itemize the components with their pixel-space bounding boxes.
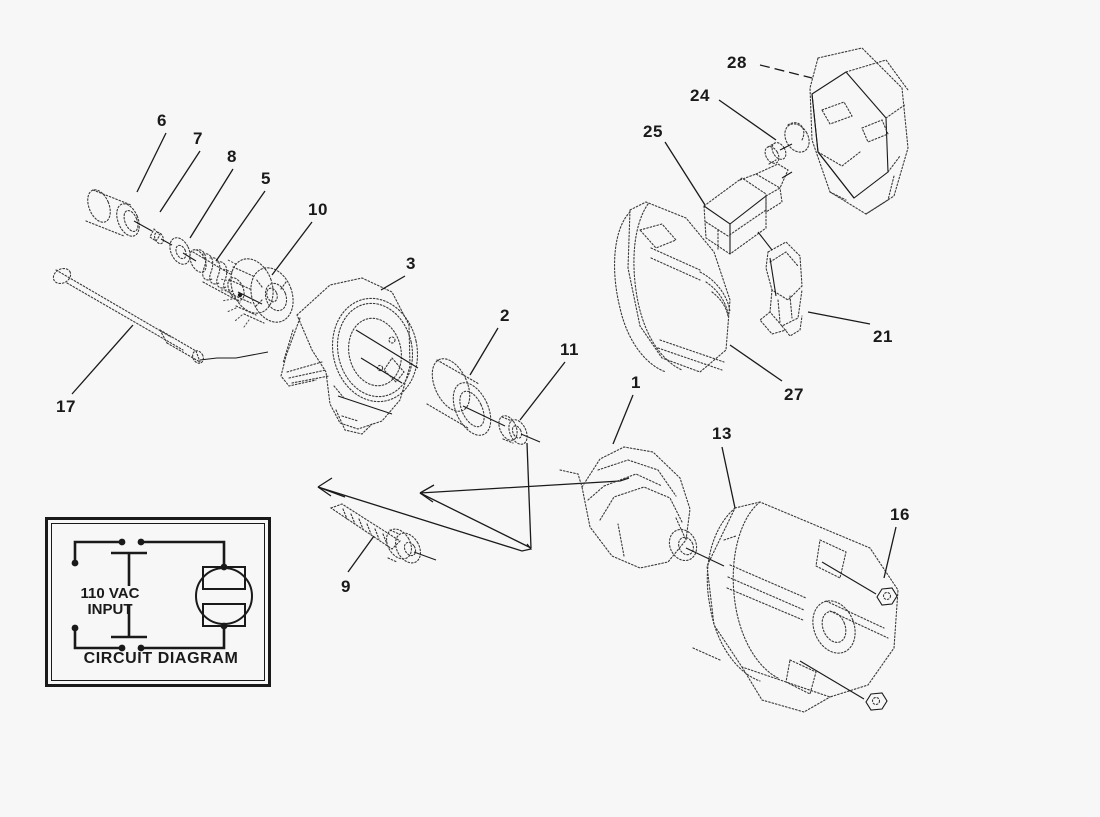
part-16-nuts: [799, 561, 898, 711]
part-8-washer: [169, 237, 197, 265]
callout-6: 6: [157, 111, 167, 130]
part-1-end-bell: [559, 446, 725, 569]
plug-lead-wires: [71, 538, 126, 652]
callout-5: 5: [261, 169, 271, 188]
ac-plug-symbol: [111, 551, 147, 639]
part-24-spring-cap: [764, 122, 810, 179]
part-13-motor-body: [692, 501, 899, 713]
motor-symbol: [195, 563, 253, 630]
circuit-diagram-box: .w { fill:none; stroke:#1a1a1a; stroke-w…: [45, 517, 271, 687]
circuit-diagram-title: CIRCUIT DIAGRAM: [83, 650, 239, 667]
callout-13: 13: [712, 424, 732, 443]
part-28-end-cap: [809, 47, 909, 215]
part-3-housing: [280, 277, 419, 435]
callout-24: 24: [690, 86, 710, 105]
part-10-gear: [219, 258, 294, 328]
callout-10: 10: [308, 200, 328, 219]
callout-1: 1: [631, 373, 641, 392]
part-11-nut: [498, 415, 541, 445]
callout-7: 7: [193, 129, 203, 148]
callout-25: 25: [643, 122, 663, 141]
callout-leader-lines: [71, 64, 897, 579]
part-21-brush-terminal: [757, 231, 803, 337]
callout-8: 8: [227, 147, 237, 166]
part-7-clip: [133, 220, 173, 246]
part-9-bolt: [329, 503, 437, 564]
callout-28: 28: [727, 53, 747, 72]
circuit-diagram-schematic: .w { fill:none; stroke:#1a1a1a; stroke-w…: [71, 538, 253, 652]
supply-wires: [137, 538, 226, 652]
part-17-shaft: [52, 267, 269, 364]
callout-21: 21: [873, 327, 893, 346]
part-6-cylinder: [85, 189, 140, 237]
callout-27: 27: [784, 385, 804, 404]
part-25-brush-block: [703, 163, 789, 255]
callout-3: 3: [406, 254, 416, 273]
callout-11: 11: [560, 340, 579, 359]
callout-16: 16: [890, 505, 910, 524]
callout-9: 9: [341, 577, 351, 596]
part-5-spring: [189, 249, 263, 305]
part-27-shroud: [613, 201, 731, 373]
assembly-pointer-arrows: [317, 442, 630, 552]
part-2-sleeve: [426, 358, 506, 436]
circuit-diagram-inner-border: [51, 523, 265, 681]
callout-17: 17: [56, 397, 76, 416]
callout-2: 2: [500, 306, 510, 325]
circuit-input-label: 110 VAC INPUT: [80, 585, 140, 618]
